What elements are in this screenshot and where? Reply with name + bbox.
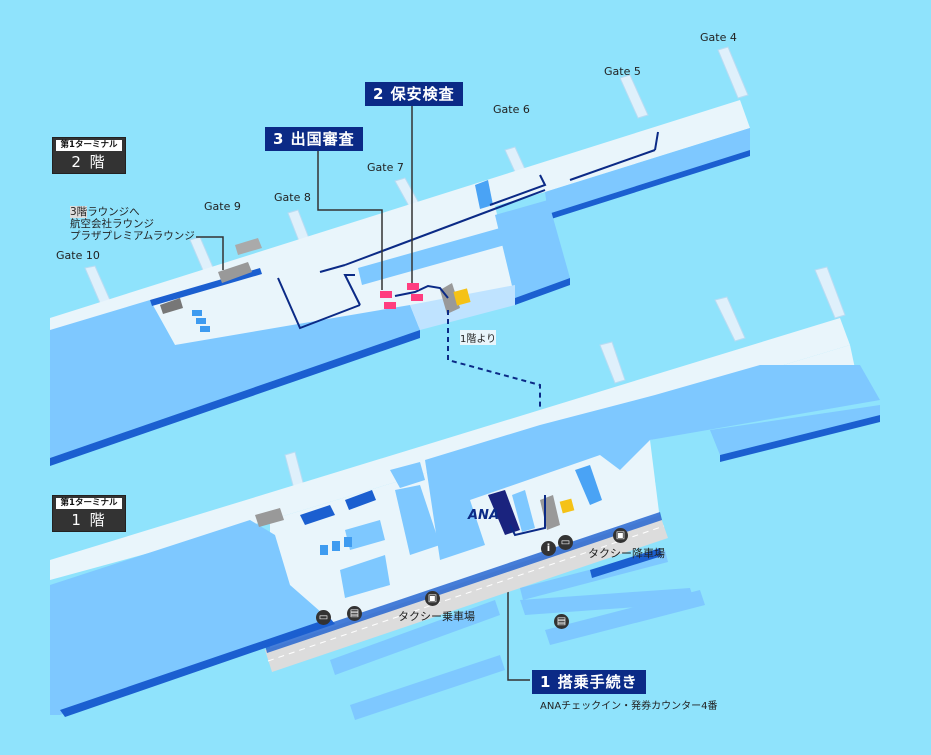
floor-label: 1 階: [71, 511, 107, 529]
checkin-counter-note: ANAチェックイン・発券カウンター4番: [540, 701, 718, 712]
gate-label: Gate 9: [204, 200, 241, 213]
floor2-badge: 第1ターミナル 2 階: [52, 137, 126, 174]
taxi-icon: ▣: [425, 591, 440, 606]
gate-label: Gate 10: [56, 249, 100, 262]
floor-tag: 3階: [70, 206, 88, 218]
baggage-service-icon: ▭: [316, 610, 331, 625]
taxi-dropoff-label: タクシー降車場: [588, 547, 665, 560]
step2-security: 2 保安検査: [365, 82, 463, 106]
bus-icon: ▤: [347, 606, 362, 621]
lounge-line: 航空会社ラウンジ: [70, 218, 154, 230]
gate-label: Gate 5: [604, 65, 641, 78]
ana-logo: ANA: [468, 508, 500, 523]
lounge-line: プラザプレミアムラウンジ: [70, 230, 195, 242]
floor2-structure: [50, 46, 750, 466]
step1-checkin: 1 搭乗手続き: [532, 670, 646, 694]
gate-label: Gate 8: [274, 191, 311, 204]
step3-immigration: 3 出国審査: [265, 127, 363, 151]
floor-label: 2 階: [71, 153, 107, 171]
taxi-icon: ▣: [613, 528, 628, 543]
lounge-line: ラウンジへ: [87, 206, 140, 218]
checkpoints: [380, 283, 423, 309]
gate-label: Gate 4: [700, 31, 737, 44]
info-icon: i: [541, 541, 556, 556]
floor1-badge: 第1ターミナル 1 階: [52, 495, 126, 532]
from-floor1-label: 1階より: [460, 330, 497, 345]
floor1-structure: [50, 266, 880, 720]
gate-label: Gate 7: [367, 161, 404, 174]
bus-icon: ▤: [554, 614, 569, 629]
terminal-label: 第1ターミナル: [56, 498, 122, 509]
gate-label: Gate 6: [493, 103, 530, 116]
lounge-note: 3階ラウンジへ 航空会社ラウンジ プラザプレミアムラウンジ: [70, 206, 195, 242]
terminal-label: 第1ターミナル: [56, 140, 122, 151]
baggage-service-icon: ▭: [558, 535, 573, 550]
floor1-route: [509, 495, 546, 537]
leader-lines: [196, 102, 530, 681]
taxi-pickup-label: タクシー乗車場: [398, 610, 475, 623]
